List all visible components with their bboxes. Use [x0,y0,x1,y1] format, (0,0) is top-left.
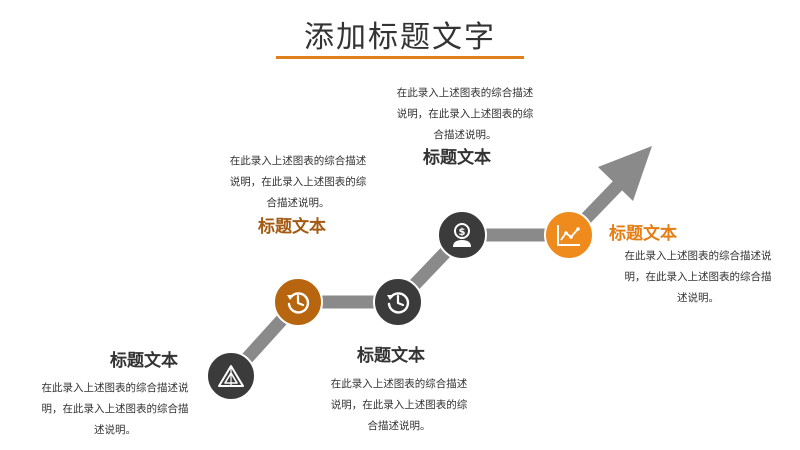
history-clock-icon [284,288,312,316]
step-3-node [373,277,423,327]
line-chart-icon [555,221,583,249]
step-4-desc-line-3: 合描述说明。 [433,129,497,141]
step-5-desc-line-1: 在此录入上述图表的综合描述说 [624,250,772,262]
step-1-desc-line-3: 述说明。 [94,424,136,436]
step-1-description: 在此录入上述图表的综合描述说 明，在此录入上述图表的综合描 述说明。 [20,378,210,441]
step-3-heading: 标题文本 [357,346,425,366]
step-2-description: 在此录入上述图表的综合描述 说明，在此录入上述图表的综 合描述说明。 [213,151,383,214]
title-underline [276,56,524,59]
step-1-node [206,351,256,401]
step-5-node [544,210,594,260]
history-clock-icon [384,288,412,316]
money-user-icon: $ [448,221,476,249]
step-5-heading: 标题文本 [609,224,677,244]
step-2-heading: 标题文本 [258,217,326,237]
step-2-desc-line-2: 说明，在此录入上述图表的综 [229,176,367,188]
page-title: 添加标题文字 [304,20,496,55]
step-4-heading: 标题文本 [423,148,491,168]
step-4-desc-line-2: 说明，在此录入上述图表的综 [396,108,534,120]
step-3-description: 在此录入上述图表的综合描述 说明，在此录入上述图表的综 合描述说明。 [314,374,484,437]
step-4-description: 在此录入上述图表的综合描述 说明，在此录入上述图表的综 合描述说明。 [380,83,550,146]
step-1-heading: 标题文本 [110,351,178,371]
step-2-desc-line-1: 在此录入上述图表的综合描述 [229,155,367,167]
svg-text:$: $ [459,227,466,238]
step-3-desc-line-2: 说明，在此录入上述图表的综 [330,399,468,411]
step-2-node [273,277,323,327]
step-2-desc-line-3: 合描述说明。 [266,197,330,209]
step-3-desc-line-3: 合描述说明。 [367,420,431,432]
step-4-desc-line-1: 在此录入上述图表的综合描述 [396,87,534,99]
step-5-desc-line-3: 述说明。 [677,292,719,304]
step-1-desc-line-2: 明，在此录入上述图表的综合描 [41,403,189,415]
step-5-desc-line-2: 明，在此录入上述图表的综合描 [624,271,772,283]
step-5-description: 在此录入上述图表的综合描述说 明，在此录入上述图表的综合描 述说明。 [603,246,793,309]
triangle-layers-icon [217,364,245,388]
step-4-node: $ [437,210,487,260]
step-3-desc-line-1: 在此录入上述图表的综合描述 [330,378,468,390]
step-1-desc-line-1: 在此录入上述图表的综合描述说 [41,382,189,394]
